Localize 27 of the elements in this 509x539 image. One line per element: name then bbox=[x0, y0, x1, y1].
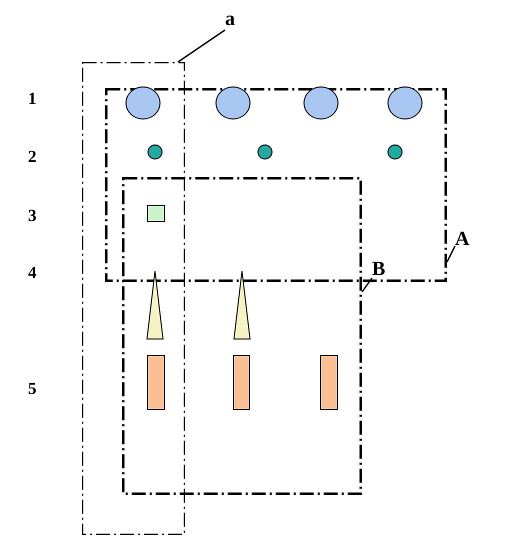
circle-marker bbox=[387, 86, 423, 120]
dash-dot-region bbox=[105, 88, 447, 282]
circle-marker bbox=[125, 86, 161, 120]
leader-line bbox=[446, 246, 456, 262]
square-marker bbox=[147, 205, 165, 222]
circle-marker bbox=[147, 144, 163, 160]
dash-dot-region bbox=[82, 62, 185, 535]
circle-marker bbox=[257, 144, 273, 160]
dash-dot-region bbox=[122, 177, 362, 495]
row-number: 4 bbox=[28, 262, 36, 284]
row-number: 1 bbox=[28, 88, 36, 110]
circle-marker bbox=[303, 86, 339, 120]
region-label: a bbox=[225, 8, 235, 30]
region-label: B bbox=[372, 258, 386, 280]
row-number: 3 bbox=[28, 205, 36, 227]
bar-marker bbox=[320, 355, 338, 410]
circle-marker bbox=[215, 86, 251, 120]
triangle-marker bbox=[146, 270, 164, 340]
leader-line bbox=[178, 29, 226, 63]
row-number: 5 bbox=[28, 378, 36, 400]
bar-marker bbox=[233, 355, 250, 410]
row-number: 2 bbox=[28, 146, 36, 168]
region-label: A bbox=[455, 228, 470, 250]
bar-marker bbox=[147, 355, 165, 410]
triangle-marker bbox=[233, 270, 251, 340]
circle-marker bbox=[387, 144, 403, 160]
leader-line bbox=[361, 278, 373, 292]
